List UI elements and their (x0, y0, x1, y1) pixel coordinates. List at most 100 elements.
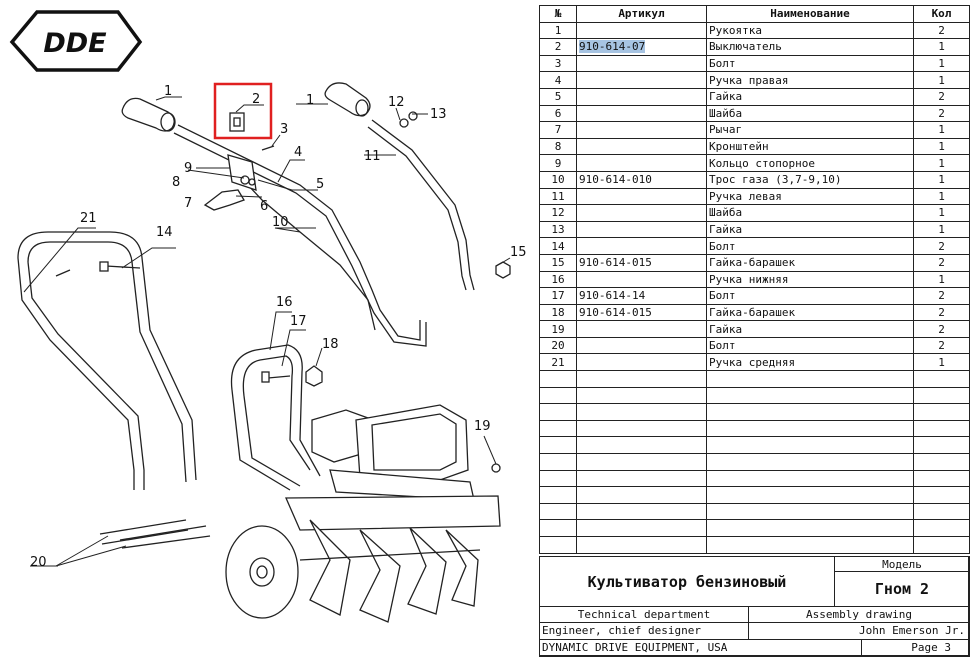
row-qty: 2 (913, 253, 970, 272)
row-num: 15 (539, 253, 577, 272)
callout-10: 10 (272, 215, 289, 230)
row-name: Болт (706, 336, 914, 355)
dde-logo: DDE (9, 10, 143, 72)
row-article: 910-614-14 (576, 287, 707, 305)
row-qty: 1 (913, 38, 970, 56)
row-num: 11 (539, 187, 577, 206)
header-name: Наименование (706, 5, 914, 23)
drawing-type: Assembly drawing (748, 606, 970, 623)
empty-cell (706, 453, 914, 471)
callout-labels: 1 2 3 4 5 6 7 8 9 10 11 12 13 14 15 16 1… (30, 84, 527, 570)
row-article (576, 320, 707, 338)
row-qty: 2 (913, 104, 970, 123)
row-name: Ручка левая (706, 187, 914, 206)
empty-cell (576, 519, 707, 537)
callout-20: 20 (30, 555, 47, 570)
empty-cell (539, 536, 577, 554)
row-num: 21 (539, 353, 577, 372)
row-article (576, 54, 707, 73)
company-name: DYNAMIC DRIVE EQUIPMENT, USA (539, 639, 862, 657)
row-qty: 1 (913, 137, 970, 156)
empty-cell (576, 436, 707, 455)
row-article (576, 104, 707, 123)
row-name: Болт (706, 54, 914, 73)
row-article (576, 154, 707, 172)
row-num: 9 (539, 154, 577, 172)
model-name: Гном 2 (834, 571, 970, 607)
row-num: 6 (539, 104, 577, 123)
empty-cell (913, 519, 970, 537)
row-num: 19 (539, 320, 577, 338)
row-num: 12 (539, 204, 577, 222)
callout-7: 7 (184, 196, 192, 211)
row-name: Болт (706, 237, 914, 255)
empty-cell (539, 436, 577, 455)
empty-cell (576, 469, 707, 488)
row-num: 1 (539, 21, 577, 40)
row-article (576, 336, 707, 355)
empty-row (539, 486, 970, 504)
empty-cell (913, 502, 970, 521)
product-name: Культиватор бензиновый (539, 556, 835, 607)
model-label: Модель (834, 556, 970, 572)
empty-cell (706, 386, 914, 405)
empty-cell (539, 386, 577, 405)
selected-article[interactable]: 910-614-07 (579, 40, 646, 54)
row-article (576, 187, 707, 206)
row-qty: 1 (913, 187, 970, 206)
empty-cell (576, 419, 707, 438)
row-qty: 2 (913, 237, 970, 255)
row-qty: 1 (913, 220, 970, 239)
empty-cell (576, 453, 707, 471)
callout-17: 17 (290, 314, 307, 329)
row-article (576, 21, 707, 40)
row-num: 16 (539, 270, 577, 289)
row-qty: 2 (913, 303, 970, 322)
empty-cell (576, 486, 707, 504)
empty-cell (913, 469, 970, 488)
header-qty: Кол (913, 5, 970, 23)
row-article (576, 270, 707, 289)
row-num: 5 (539, 87, 577, 106)
row-article (576, 204, 707, 222)
empty-cell (539, 370, 577, 388)
empty-cell (706, 536, 914, 554)
empty-row (539, 519, 970, 537)
row-num: 8 (539, 137, 577, 156)
row-article: 910-614-015 (576, 253, 707, 272)
empty-cell (706, 403, 914, 421)
empty-cell (913, 386, 970, 405)
row-article: 910-614-015 (576, 303, 707, 322)
row-name: Шайба (706, 204, 914, 222)
empty-cell (913, 370, 970, 388)
row-article (576, 353, 707, 372)
header-num: № (539, 5, 577, 23)
callout-15: 15 (510, 245, 527, 260)
row-name: Гайка-барашек (706, 253, 914, 272)
row-name: Рычаг (706, 121, 914, 139)
empty-row (539, 436, 970, 455)
row-qty: 1 (913, 121, 970, 139)
empty-cell (539, 419, 577, 438)
row-name: Рукоятка (706, 21, 914, 40)
callout-21: 21 (80, 211, 97, 226)
row-name: Гайка (706, 320, 914, 338)
callout-9: 9 (184, 161, 192, 176)
empty-cell (913, 486, 970, 504)
row-article (576, 87, 707, 106)
callout-2: 2 (252, 92, 260, 107)
page-number: Page 3 (861, 639, 970, 657)
row-article: 910-614-07 (576, 38, 707, 56)
row-qty: 2 (913, 87, 970, 106)
empty-cell (576, 536, 707, 554)
